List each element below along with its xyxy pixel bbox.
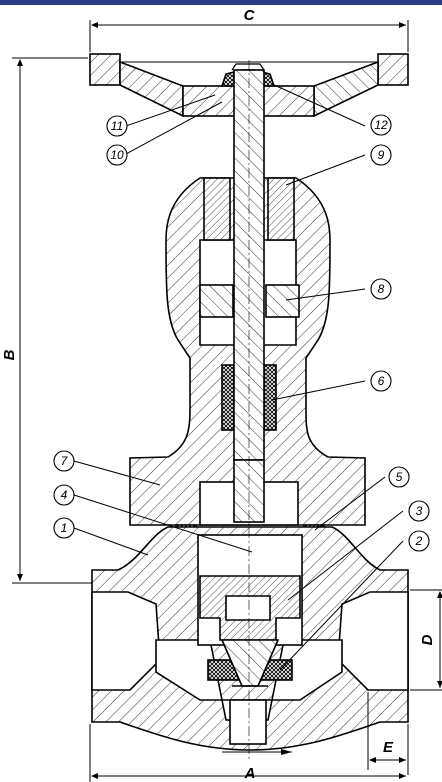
callout-3-label: 3 (416, 504, 423, 518)
callout-5 (388, 466, 410, 488)
dimension-c-label: C (244, 7, 256, 24)
top-color-bar (0, 0, 442, 5)
callout-1-label: 1 (61, 521, 68, 535)
callout-4 (53, 484, 75, 506)
callout-12-label: 12 (374, 118, 388, 132)
callout-7 (53, 450, 75, 472)
callout-8-label: 8 (378, 282, 385, 296)
callout-10-label: 10 (110, 148, 124, 162)
callout-6-label: 6 (378, 374, 385, 388)
callout-7-label: 7 (61, 454, 69, 468)
callout-8 (370, 278, 392, 300)
callout-3 (408, 500, 430, 522)
callout-4-label: 4 (61, 488, 68, 502)
callout-5-label: 5 (396, 470, 403, 484)
callout-10 (106, 144, 128, 166)
callout-11 (106, 115, 128, 137)
callout-11-label: 11 (111, 119, 123, 133)
dimension-e-label: E (383, 739, 394, 756)
dimension-lines (12, 20, 442, 782)
callout-1 (53, 517, 75, 539)
callout-2 (408, 530, 430, 552)
valve-body (91, 526, 409, 751)
callout-leaders (73, 83, 404, 671)
callout-6 (370, 370, 392, 392)
callout-2-label: 2 (415, 534, 423, 548)
dimension-d-label: D (419, 634, 436, 645)
dimension-a-label: A (244, 765, 256, 782)
callout-bubbles (53, 114, 430, 552)
callout-12 (370, 114, 392, 136)
callout-9-label: 9 (378, 148, 385, 162)
dimension-b-label: B (1, 349, 18, 360)
callout-9 (370, 144, 392, 166)
